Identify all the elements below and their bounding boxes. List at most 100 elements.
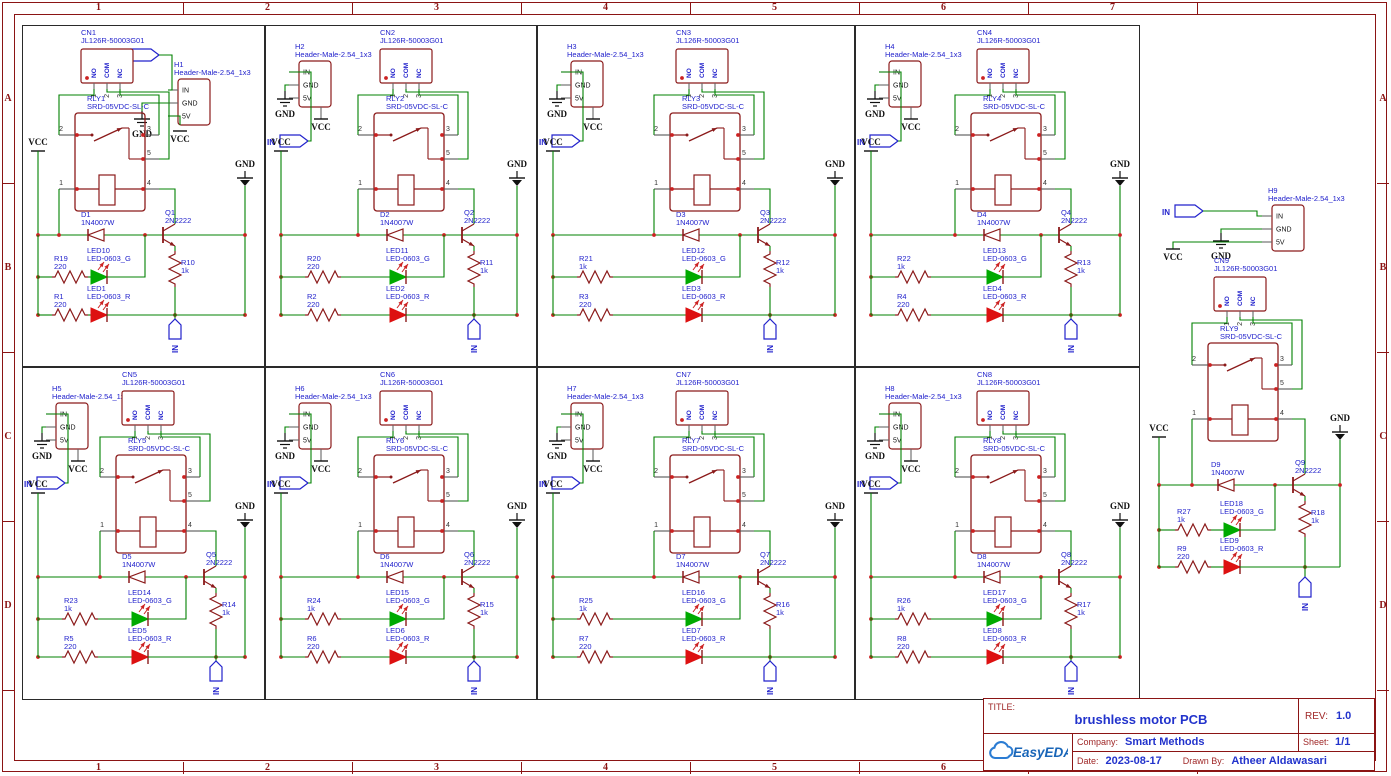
wire[interactable]	[148, 577, 187, 620]
wire[interactable]	[879, 71, 902, 142]
relay-part[interactable]: SRD-05VDC-SL-C	[386, 102, 449, 111]
header-ref[interactable]: H6	[295, 384, 305, 393]
header-ref[interactable]: H2	[295, 42, 305, 51]
resistor-value[interactable]: 220	[1177, 552, 1190, 561]
transistor-ref[interactable]: Q6	[464, 550, 474, 559]
resistor-value[interactable]: 1k	[480, 266, 488, 275]
resistor-ref[interactable]: R26	[897, 596, 911, 605]
wire[interactable]	[284, 84, 289, 91]
connector-ref[interactable]: CN8	[977, 370, 992, 379]
resistor-value[interactable]: 1k	[776, 266, 784, 275]
connector-part[interactable]: JL126R-50003G01	[81, 36, 144, 45]
connector-ref[interactable]: CN7	[676, 370, 691, 379]
resistor-body[interactable]	[167, 251, 183, 287]
led-LED7[interactable]	[685, 649, 704, 665]
resistor-body[interactable]	[208, 593, 224, 629]
resistor-ref[interactable]: R16	[776, 600, 790, 609]
diode-part[interactable]: 1N4007W	[676, 218, 710, 227]
resistor-ref[interactable]: R23	[64, 596, 78, 605]
resistor-ref[interactable]: R1	[54, 292, 64, 301]
gnd-symbol[interactable]	[512, 522, 522, 528]
wire[interactable]	[405, 89, 469, 160]
wire[interactable]	[653, 89, 690, 135]
connector-part[interactable]: JL126R-50003G01	[977, 36, 1040, 45]
wire[interactable]	[1220, 228, 1262, 233]
diode-ref[interactable]: D6	[380, 552, 390, 561]
header-part[interactable]: Header-Male-2.54_1x3	[295, 50, 372, 59]
wire[interactable]	[954, 89, 991, 135]
in-net-label[interactable]: IN	[766, 345, 775, 353]
led-LED6[interactable]	[389, 649, 408, 665]
header-ref[interactable]: H9	[1268, 186, 1278, 195]
led-ref[interactable]: LED9	[1220, 536, 1239, 545]
led-ref[interactable]: LED2	[386, 284, 405, 293]
resistor-value[interactable]: 1k	[307, 604, 315, 613]
resistor-body[interactable]	[895, 307, 931, 323]
resistor-ref[interactable]: R27	[1177, 507, 1191, 516]
resistor-value[interactable]: 1k	[897, 604, 905, 613]
resistor-body[interactable]	[895, 611, 931, 627]
in-net-label[interactable]: IN	[539, 138, 547, 147]
header-part[interactable]: Header-Male-2.54_1x3	[885, 50, 962, 59]
header-H9[interactable]	[1271, 204, 1305, 252]
relay-ref[interactable]: RLY3	[682, 94, 700, 103]
in-net-label[interactable]: IN	[267, 138, 275, 147]
diode-ref[interactable]: D3	[676, 210, 686, 219]
led-ref[interactable]: LED18	[1220, 499, 1243, 508]
wire[interactable]	[879, 413, 902, 484]
resistor-value[interactable]: 220	[579, 642, 592, 651]
transistor-part[interactable]: 2N2222	[464, 558, 490, 567]
relay-part[interactable]: SRD-05VDC-SL-C	[1220, 332, 1283, 341]
transistor-ref[interactable]: Q2	[464, 208, 474, 217]
resistor-ref[interactable]: R24	[307, 596, 321, 605]
connector-part[interactable]: JL126R-50003G01	[977, 378, 1040, 387]
wire[interactable]	[1292, 418, 1306, 474]
diode-ref[interactable]: D9	[1211, 460, 1221, 469]
diode-D5[interactable]	[127, 570, 146, 584]
transistor-part[interactable]: 2N2222	[1295, 466, 1321, 475]
diode-D3[interactable]	[681, 228, 700, 242]
wire[interactable]	[701, 89, 765, 160]
led-ref[interactable]: LED12	[682, 246, 705, 255]
resistor-body[interactable]	[577, 307, 613, 323]
wire[interactable]	[1240, 485, 1276, 531]
in-net-label[interactable]: IN	[212, 687, 221, 695]
relay-part[interactable]: SRD-05VDC-SL-C	[983, 444, 1046, 453]
resistor-ref[interactable]: R17	[1077, 600, 1091, 609]
resistor-value[interactable]: 220	[64, 642, 77, 651]
wire[interactable]	[106, 89, 170, 160]
resistor-ref[interactable]: R25	[579, 596, 593, 605]
relay-ref[interactable]: RLY9	[1220, 324, 1238, 333]
resistor-body[interactable]	[1063, 251, 1079, 287]
header-ref[interactable]: H5	[52, 384, 62, 393]
in-net-label[interactable]: IN	[1162, 208, 1170, 217]
resistor-body[interactable]	[62, 611, 98, 627]
relay-RLY6[interactable]	[373, 454, 445, 554]
resistor-ref[interactable]: R15	[480, 600, 494, 609]
resistor-ref[interactable]: R22	[897, 254, 911, 263]
led-LED1[interactable]	[90, 307, 109, 323]
resistor-body[interactable]	[895, 269, 931, 285]
in-net-label[interactable]: IN	[539, 480, 547, 489]
connector-part[interactable]: JL126R-50003G01	[122, 378, 185, 387]
led-LED3[interactable]	[685, 307, 704, 323]
resistor-value[interactable]: 1k	[181, 266, 189, 275]
transistor-ref[interactable]: Q1	[165, 208, 175, 217]
led-LED14[interactable]	[131, 611, 150, 627]
wire[interactable]	[168, 115, 181, 125]
in-netflag[interactable]	[763, 318, 777, 340]
in-netflag[interactable]	[467, 660, 481, 682]
gnd-symbol[interactable]	[1115, 522, 1125, 528]
wire[interactable]	[357, 431, 394, 477]
relay-ref[interactable]: RLY7	[682, 436, 700, 445]
resistor-value[interactable]: 1k	[1077, 266, 1085, 275]
led-part[interactable]: LED-0603_R	[87, 292, 131, 301]
in-netflag[interactable]	[551, 134, 581, 148]
in-netflag[interactable]	[869, 134, 899, 148]
led-LED18[interactable]	[1223, 522, 1242, 538]
connector-part[interactable]: JL126R-50003G01	[676, 378, 739, 387]
in-net-label[interactable]: IN	[24, 480, 32, 489]
relay-RLY8[interactable]	[970, 454, 1042, 554]
wire[interactable]	[1003, 235, 1042, 278]
wire[interactable]	[653, 431, 690, 477]
